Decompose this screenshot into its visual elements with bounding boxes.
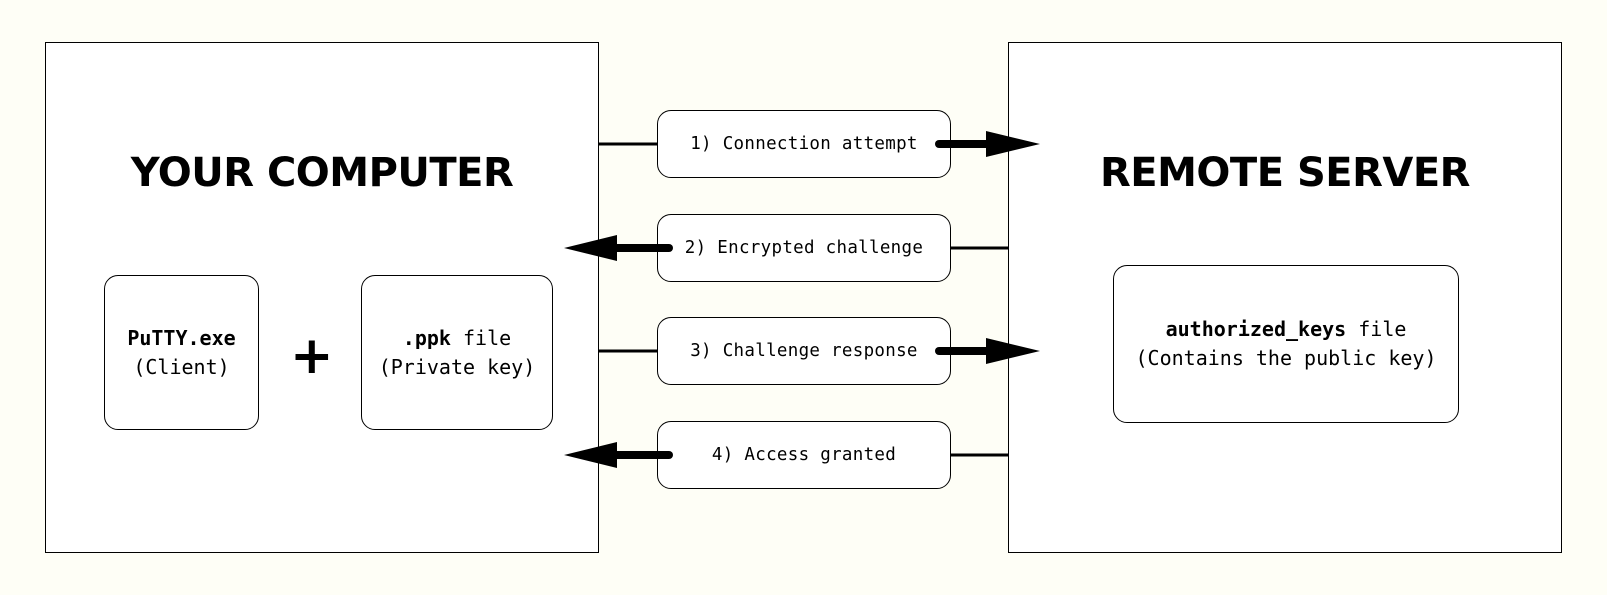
step-encrypted-challenge: 2) Encrypted challenge — [657, 214, 951, 282]
ppk-label: .ppk — [402, 325, 451, 350]
client-caption: (Client) — [133, 354, 230, 379]
authorized-keys-card: authorized_keys file (Contains the publi… — [1113, 265, 1459, 423]
remote-server-panel: REMOTE SERVER authorized_keys file (Cont… — [1008, 42, 1562, 553]
ppk-file-suffix: file — [450, 325, 512, 350]
plus-icon: + — [290, 326, 334, 386]
step-access-granted: 4) Access granted — [657, 421, 951, 489]
step-connection-attempt: 1) Connection attempt — [657, 110, 951, 178]
ppk-file-card: .ppk file (Private key) — [361, 275, 553, 430]
authorized-keys-label: authorized_keys — [1165, 317, 1347, 341]
public-key-caption: (Contains the public key) — [1135, 346, 1437, 370]
your-computer-title: YOUR COMPUTER — [130, 150, 514, 196]
putty-exe-label: PuTTY.exe — [127, 325, 236, 350]
remote-server-title: REMOTE SERVER — [1100, 150, 1470, 196]
step-challenge-response: 3) Challenge response — [657, 317, 951, 385]
your-computer-panel: YOUR COMPUTER PuTTY.exe (Client) + .ppk … — [45, 42, 599, 553]
putty-client-card: PuTTY.exe (Client) — [104, 275, 259, 430]
authorized-keys-file-suffix: file — [1346, 317, 1407, 341]
private-key-caption: (Private key) — [378, 354, 536, 379]
